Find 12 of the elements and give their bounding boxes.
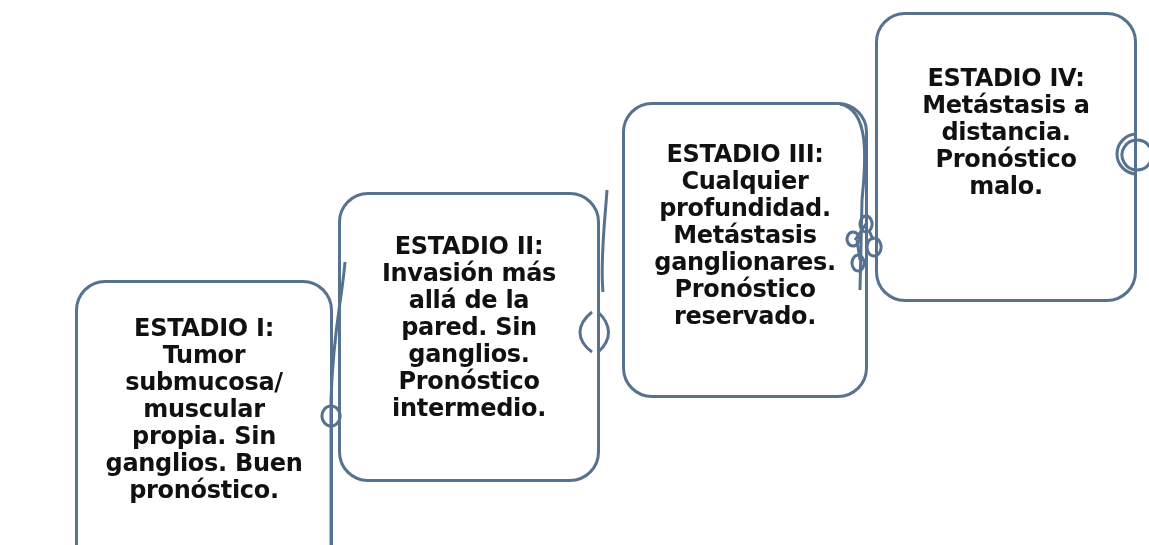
rounded-box [875, 12, 1137, 302]
stage-description: Invasión más allá de la pared. Sin ganglios. Pronóstico intermedio. [380, 260, 558, 422]
stage-description: Cualquier profundidad. Metástasis ganglionares. Pronóstico reservado. [653, 168, 837, 330]
stage-heading: ESTADIO I: [133, 315, 275, 342]
stage-heading: ESTADIO II: [393, 233, 545, 260]
stage-description: Tumor submucosa/ muscular propia. Sin ganglios. Buen pronóstico. [104, 342, 304, 504]
stage-description: Metástasis a distancia. Pronóstico malo. [921, 92, 1091, 200]
rounded-box [622, 102, 868, 398]
stage-heading: ESTADIO III: [665, 141, 825, 168]
stage-heading: ESTADIO IV: [926, 65, 1086, 92]
rounded-box [75, 280, 333, 545]
rounded-box [338, 192, 600, 482]
